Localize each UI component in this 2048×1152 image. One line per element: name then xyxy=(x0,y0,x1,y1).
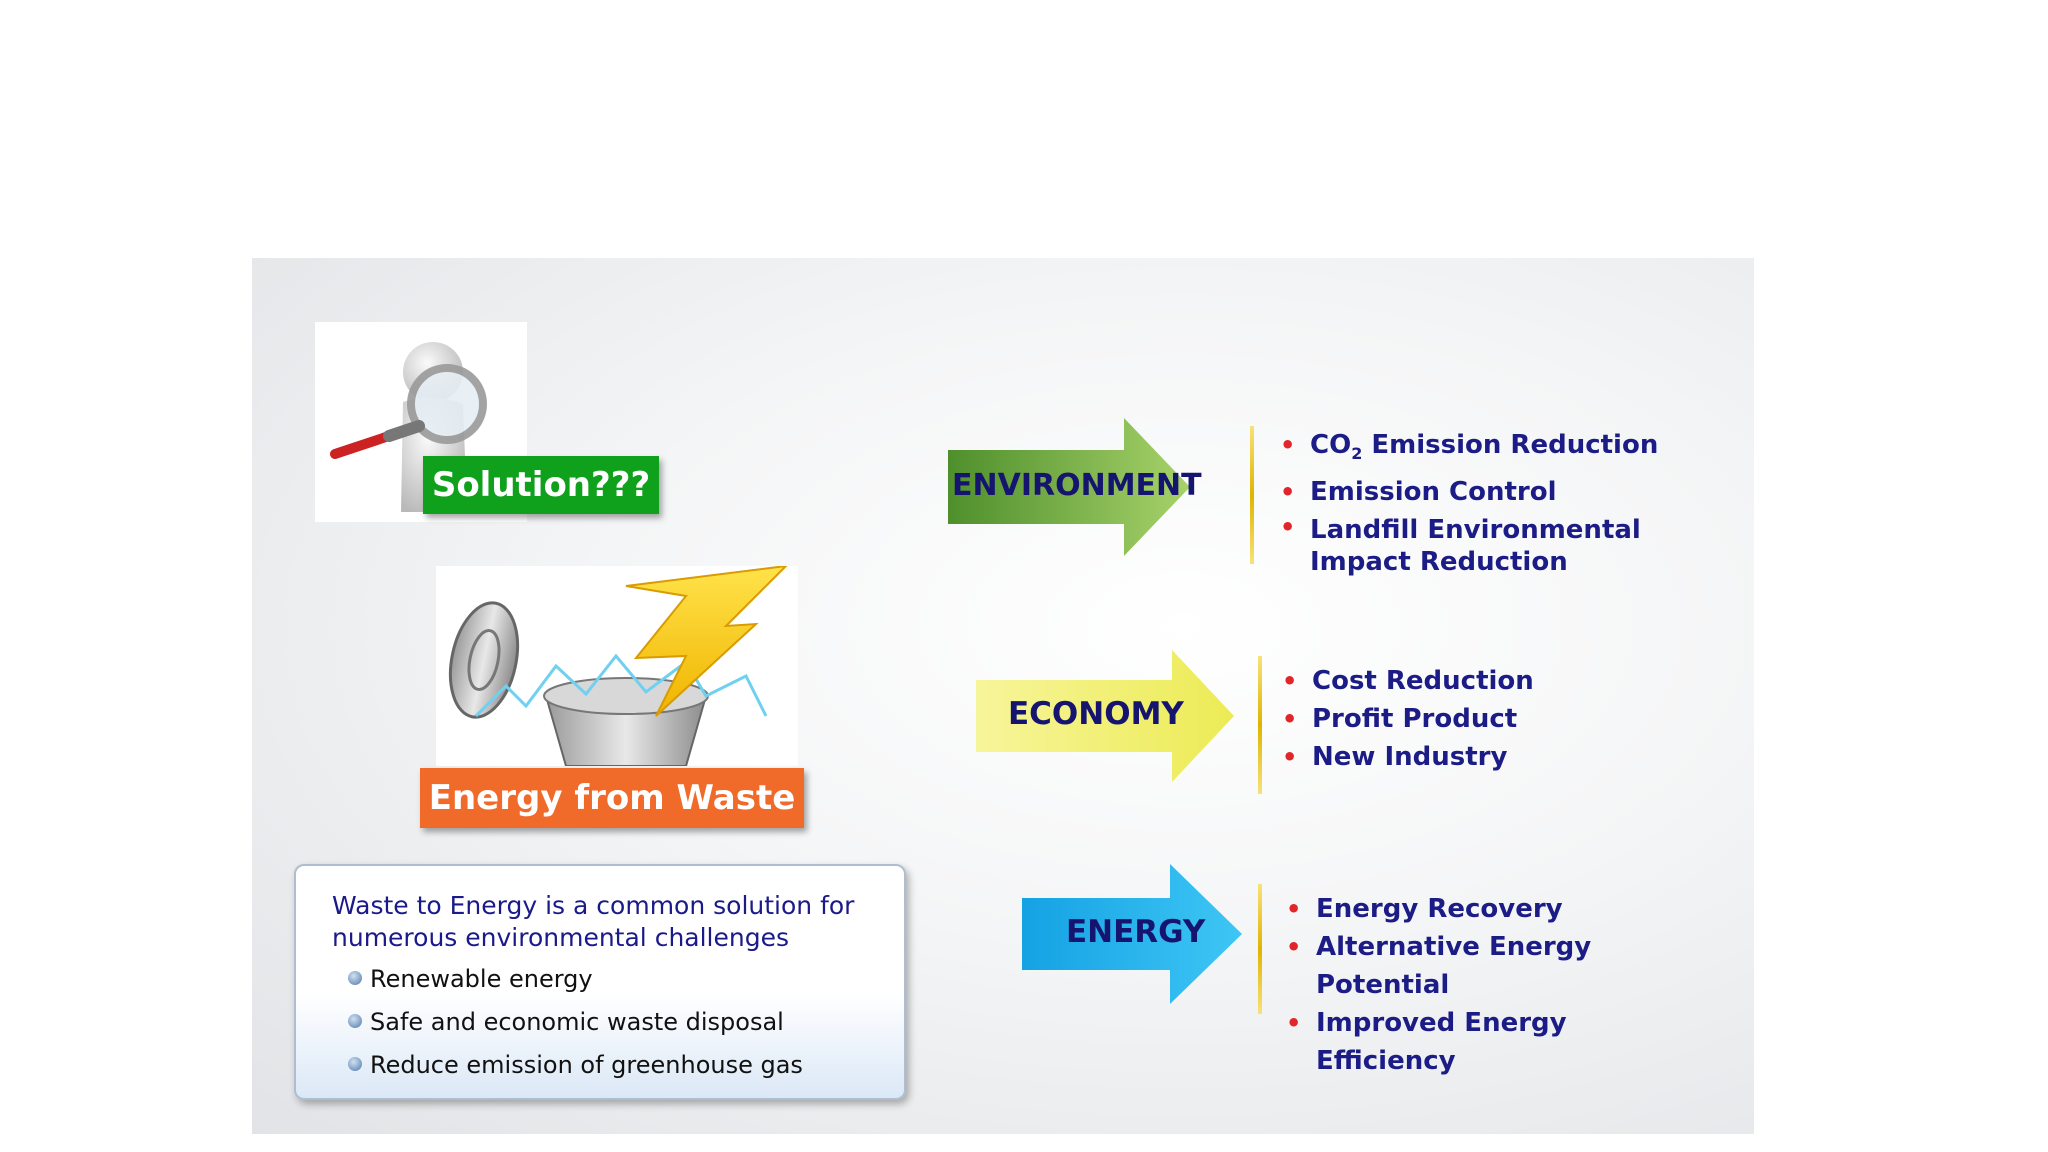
environment-item: • Emission Control xyxy=(1280,473,1700,511)
economy-list: • Cost Reduction • Profit Product • New Ind… xyxy=(1282,662,1682,776)
summary-item: Safe and economic waste disposal xyxy=(348,1007,784,1037)
round-bullet-icon xyxy=(348,1057,362,1071)
environment-item-text: Emission Reduction xyxy=(1362,430,1659,460)
energy-item: • Alternative Energy Potential xyxy=(1286,928,1706,1004)
trash-can-lightning-icon xyxy=(448,564,789,767)
bullet-icon: • xyxy=(1286,1009,1302,1037)
environment-arrow: ENVIRONMENT xyxy=(948,418,1202,556)
energy-item-text: Improved Energy Efficiency xyxy=(1316,1008,1567,1076)
bullet-icon: • xyxy=(1280,513,1296,542)
environment-divider xyxy=(1250,426,1254,564)
summary-title: Waste to Energy is a common solution for… xyxy=(332,891,855,952)
co2-prefix: CO xyxy=(1310,430,1352,460)
energy-item-text: Energy Recovery xyxy=(1316,894,1563,924)
slide: Solution??? Energy from Waste Waste to E… xyxy=(252,258,1754,1134)
summary-item-text: Reduce emission of greenhouse gas xyxy=(370,1051,803,1079)
environment-label: ENVIRONMENT xyxy=(952,468,1202,503)
magnifier-figure-image xyxy=(315,322,527,522)
round-bullet-icon xyxy=(348,1014,362,1028)
bullet-icon: • xyxy=(1286,933,1302,961)
economy-item: • Profit Product xyxy=(1282,700,1682,738)
energy-item: • Improved Energy Efficiency xyxy=(1286,1004,1706,1080)
bullet-icon: • xyxy=(1280,478,1296,507)
summary-item-text: Renewable energy xyxy=(370,965,593,993)
economy-item: • New Industry xyxy=(1282,738,1682,776)
trash-lightning-image xyxy=(436,564,798,767)
energy-divider xyxy=(1258,884,1262,1014)
environment-item: • CO2 Emission Reduction xyxy=(1280,426,1700,473)
energy-list: • Energy Recovery • Alternative Energy Pot… xyxy=(1286,890,1706,1080)
environment-item-text: Emission Control xyxy=(1310,477,1557,508)
economy-divider xyxy=(1258,656,1262,794)
solution-label: Solution??? xyxy=(423,456,659,514)
round-bullet-icon xyxy=(348,971,362,985)
environment-item: • Landfill Environmental Impact Reductio… xyxy=(1280,511,1700,578)
economy-arrow: ECONOMY xyxy=(976,650,1238,782)
economy-item-text: Cost Reduction xyxy=(1312,666,1534,696)
energy-item: • Energy Recovery xyxy=(1286,890,1706,928)
bullet-icon: • xyxy=(1282,705,1298,733)
bullet-icon: • xyxy=(1282,667,1298,695)
summary-item-text: Safe and economic waste disposal xyxy=(370,1008,784,1036)
environment-item-text: Landfill Environmental Impact Reduction xyxy=(1310,515,1641,578)
environment-list: • CO2 Emission Reduction • Emission Cont… xyxy=(1280,426,1700,578)
right-arrow-icon xyxy=(976,650,1234,782)
bullet-icon: • xyxy=(1282,743,1298,771)
right-arrow-icon xyxy=(1022,864,1242,1004)
economy-item-text: New Industry xyxy=(1312,742,1508,772)
economy-item-text: Profit Product xyxy=(1312,704,1518,734)
summary-box: Waste to Energy is a common solution for… xyxy=(294,864,906,1100)
summary-item: Renewable energy xyxy=(348,964,593,994)
right-arrow-icon xyxy=(948,418,1190,556)
economy-item: • Cost Reduction xyxy=(1282,662,1682,700)
energy-from-waste-label: Energy from Waste xyxy=(420,768,804,828)
bullet-icon: • xyxy=(1280,431,1296,459)
energy-item-text: Alternative Energy Potential xyxy=(1316,932,1592,1000)
energy-arrow: ENERGY xyxy=(1022,864,1246,1004)
summary-item: Reduce emission of greenhouse gas xyxy=(348,1050,803,1080)
economy-label: ECONOMY xyxy=(1008,696,1184,732)
bullet-icon: • xyxy=(1286,895,1302,923)
co2-subscript: 2 xyxy=(1351,444,1363,464)
energy-label: ENERGY xyxy=(1066,914,1206,950)
